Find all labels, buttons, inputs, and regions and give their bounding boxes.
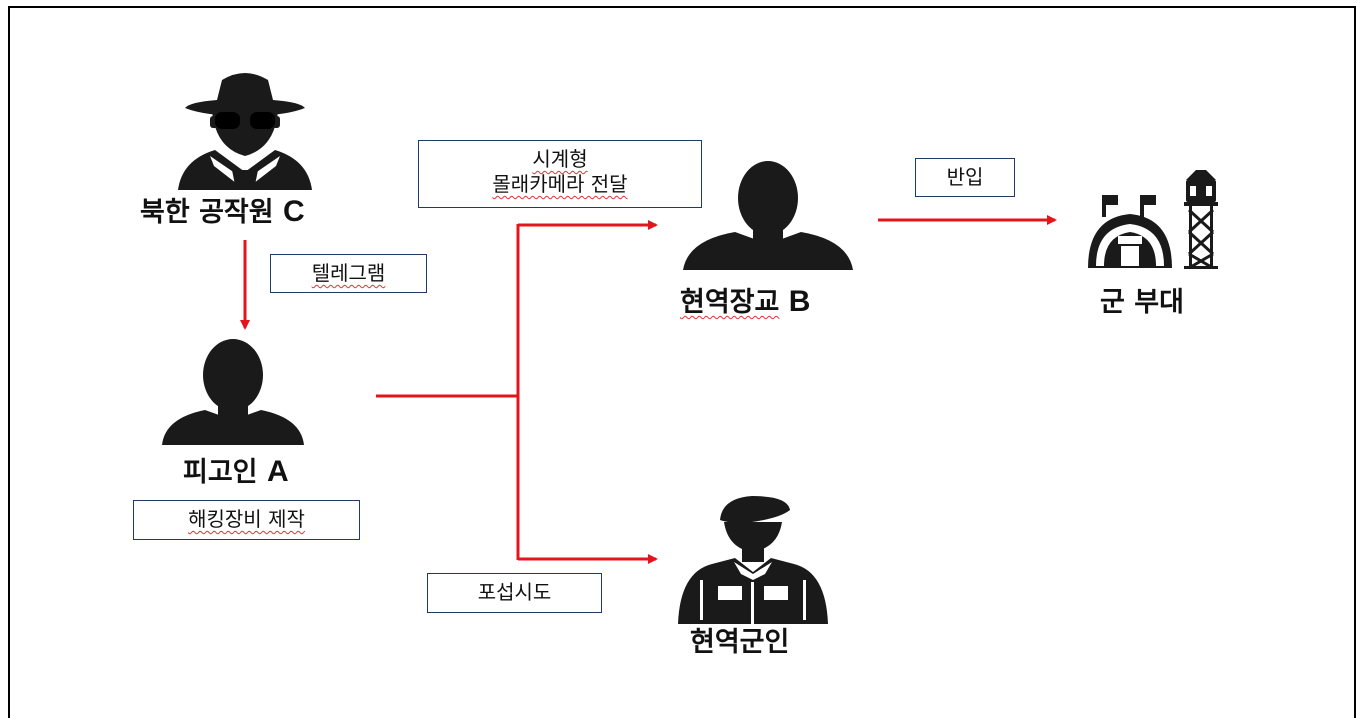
soldier-icon [678, 496, 828, 624]
defendant-a-label: 피고인 A [183, 450, 289, 489]
officer-b-name: 현역장교 [680, 287, 780, 318]
agent-c-letter: C [283, 195, 305, 228]
agent-c-name: 북한 공작원 [140, 197, 274, 228]
watch-camera-line2: 몰래카메라 전달 [492, 172, 628, 196]
officer-b-label: 현역장교 B [680, 280, 810, 319]
soldier-label: 현역군인 [690, 627, 790, 658]
diagram-frame [8, 6, 1356, 718]
person-icon-defendant [162, 339, 304, 445]
military-base-icon [1088, 170, 1218, 270]
telegram-label: 텔레그램 [311, 261, 386, 285]
agent-c-label: 북한 공작원 C [140, 190, 305, 229]
spy-icon [178, 73, 312, 190]
bring-in-label-box: 반입 [915, 158, 1015, 197]
officer-b-letter: B [788, 285, 811, 318]
defendant-a-name: 피고인 [183, 457, 258, 488]
watch-camera-label-box: 시계형 몰래카메라 전달 [418, 140, 702, 208]
telegram-label-box: 텔레그램 [270, 254, 427, 293]
military-unit-label: 군 부대 [1100, 287, 1184, 318]
hacking-device-label-box: 해킹장비 제작 [133, 500, 360, 540]
defendant-a-letter: A [266, 455, 289, 488]
hacking-device-label: 해킹장비 제작 [188, 507, 305, 531]
recruit-attempt-label-box: 포섭시도 [427, 573, 602, 613]
person-icon-officer [683, 161, 853, 270]
watch-camera-line1: 시계형 [532, 147, 588, 171]
